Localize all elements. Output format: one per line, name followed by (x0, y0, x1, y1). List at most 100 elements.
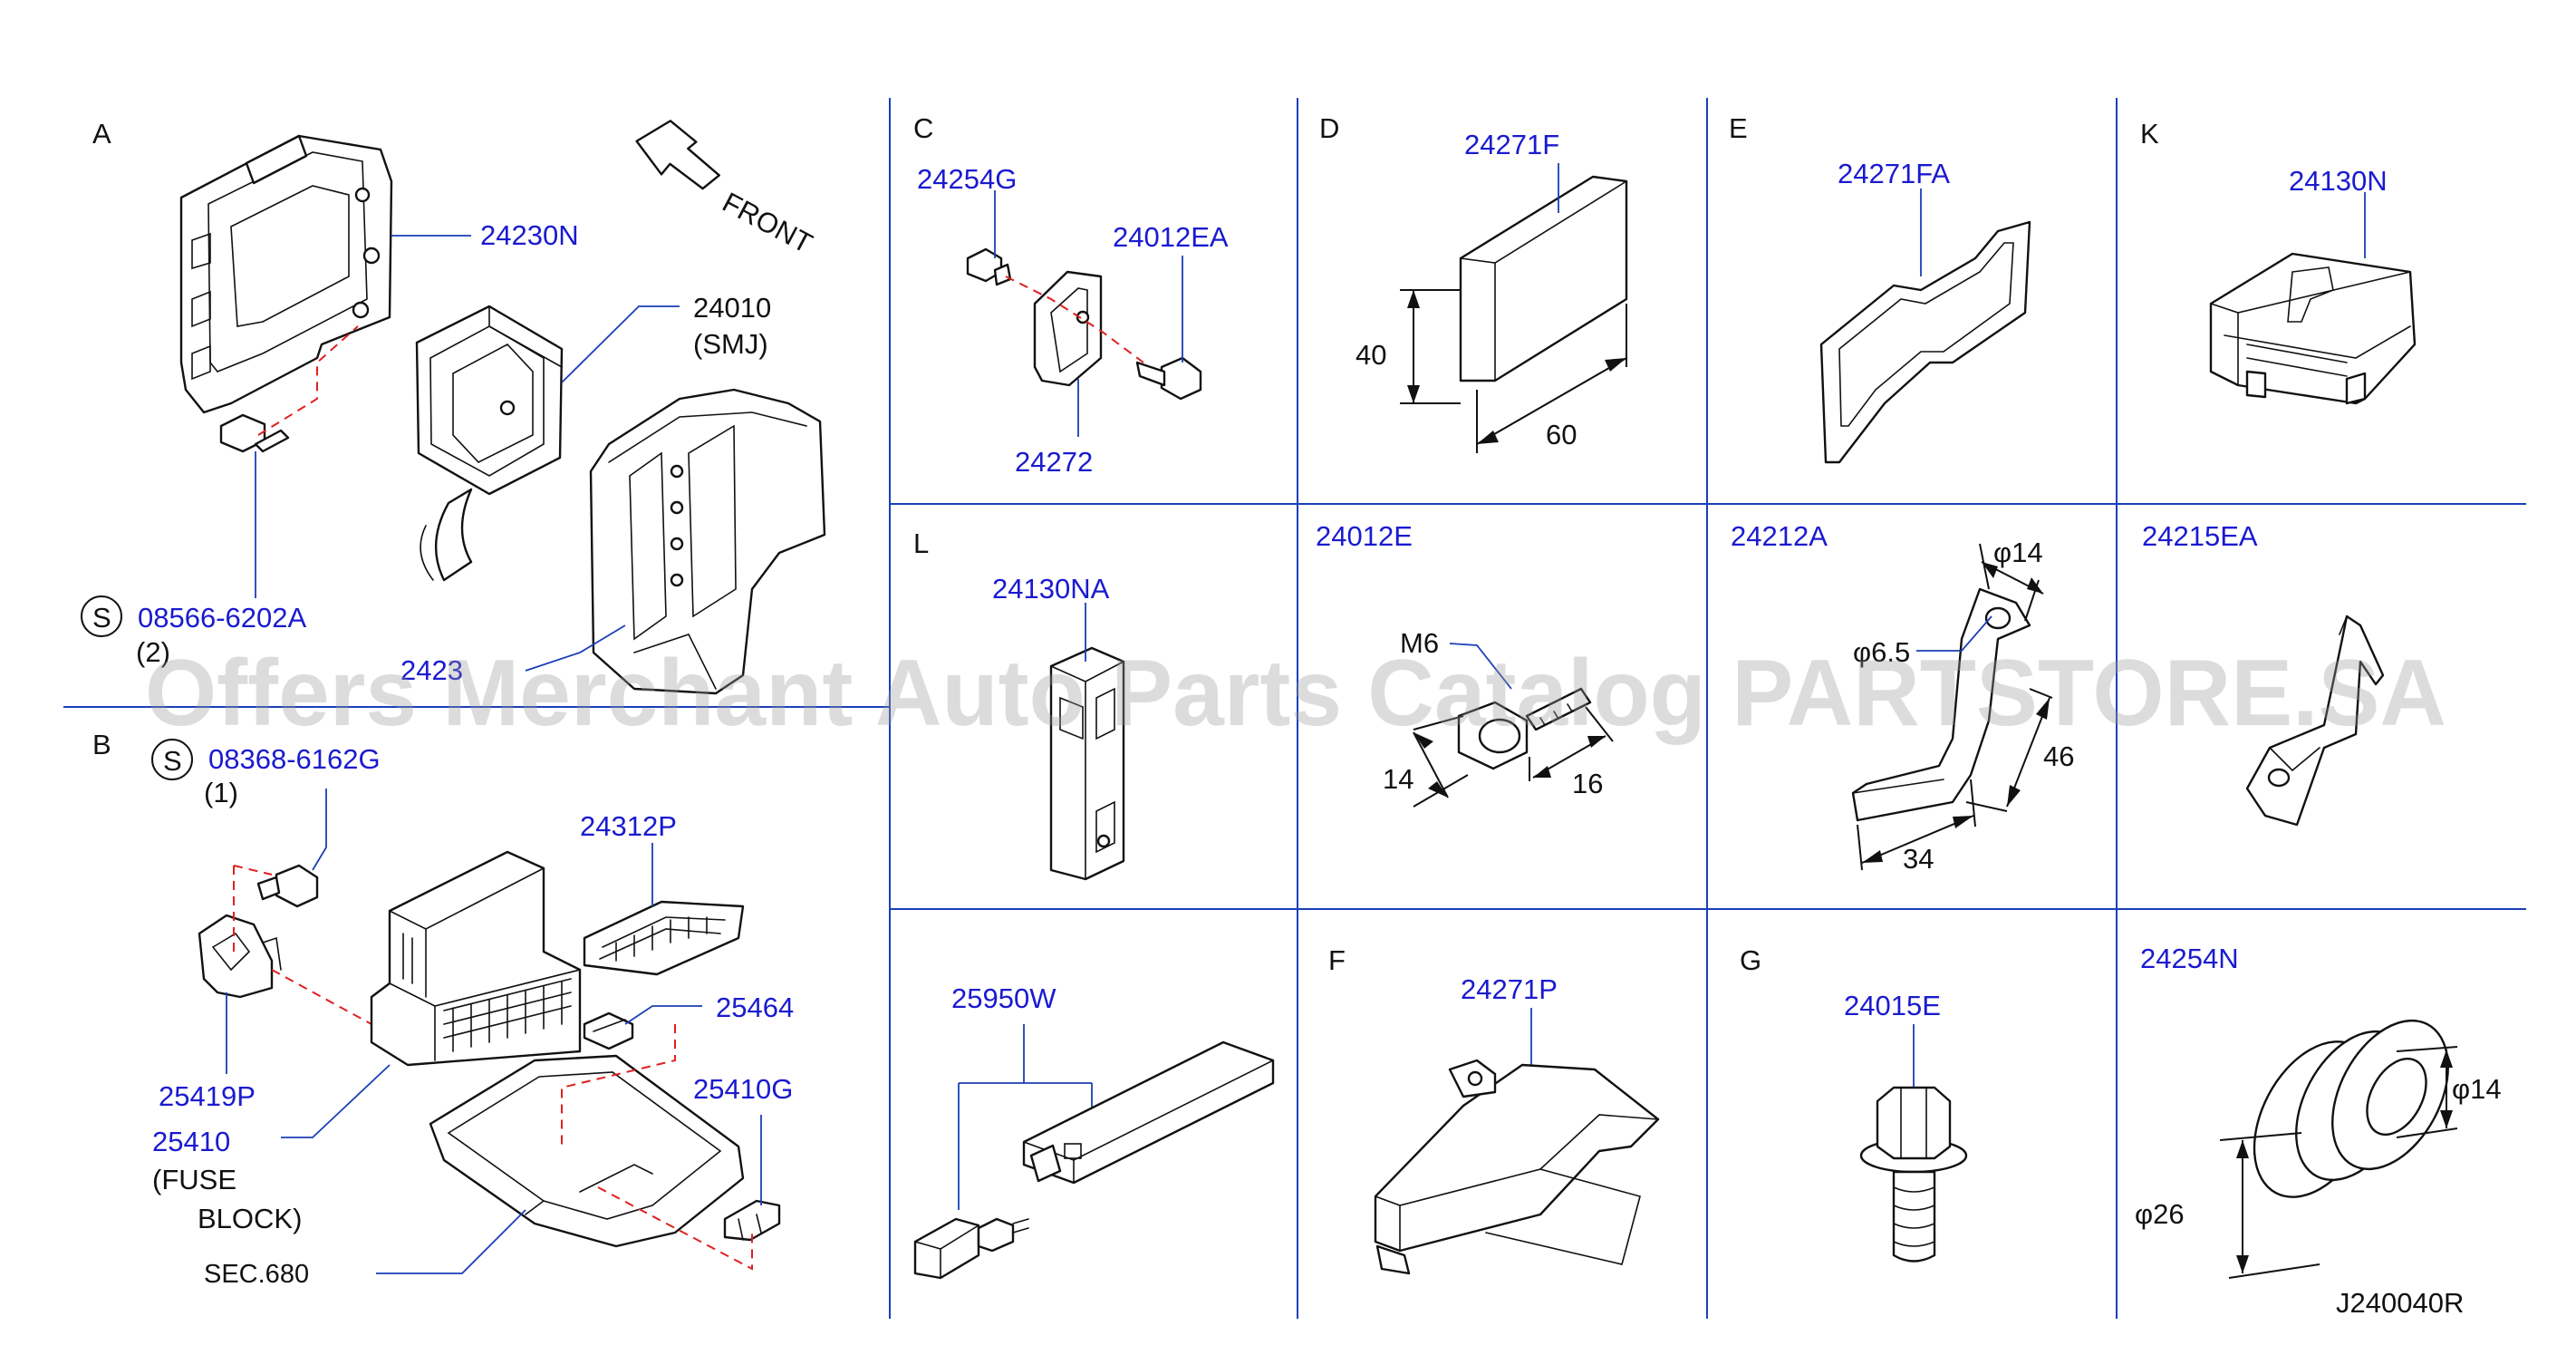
section-a: FRONT (81, 120, 826, 695)
dimension-label-phi14b: φ14 (2452, 1073, 2502, 1105)
dimension-40 (1400, 289, 1461, 404)
quantity-08368: (1) (204, 777, 238, 808)
bolt-08368 (256, 864, 319, 908)
section-e: 24271FA (1819, 158, 2031, 464)
part-number-24271p[interactable]: 24271P (1461, 973, 1558, 1005)
bolt-24012e (1457, 687, 1592, 770)
dimension-label-46: 46 (2043, 740, 2074, 772)
part-number-24271fa[interactable]: 24271FA (1838, 158, 1950, 189)
smj-module (415, 305, 564, 582)
drawing-number: J240040R (2336, 1287, 2464, 1319)
hidden-line-b3 (271, 969, 372, 1025)
part-number-08566[interactable]: 08566-6202A (138, 602, 306, 634)
hidden-line-a (257, 325, 359, 436)
terminal-25950w (913, 1217, 1029, 1280)
bolt-24015e (1859, 1086, 1968, 1263)
dimension-34 (1857, 779, 1976, 871)
part-number-25410[interactable]: 25410 (152, 1126, 230, 1157)
bracket-24215ea (2245, 614, 2385, 827)
connector-24130n (2209, 252, 2417, 405)
fuse-25464 (583, 1011, 634, 1050)
part-number-24271f[interactable]: 24271F (1464, 129, 1559, 160)
part-number-24012ea[interactable]: 24012EA (1113, 221, 1229, 253)
pad-24271p (1374, 1059, 1660, 1275)
part-number-24010[interactable]: 24010 (693, 292, 771, 324)
connector-housing-25950w (1022, 1040, 1275, 1185)
part-number-24012e[interactable]: 24012E (1316, 520, 1413, 552)
section-label-c: C (913, 112, 933, 144)
grommet-24254n (2253, 1019, 2449, 1198)
part-number-24212a[interactable]: 24212A (1731, 520, 1828, 552)
part-number-2423x[interactable]: 2423 (400, 654, 471, 686)
section-label-b: B (92, 729, 111, 760)
leader-25464 (624, 1005, 702, 1025)
part-number-24230n[interactable]: 24230N (480, 219, 579, 251)
part-number-25464[interactable]: 25464 (716, 992, 794, 1023)
section-c: 24254G 24012EA 24272 (917, 163, 1229, 478)
part-sub-fuse: (FUSE (152, 1164, 236, 1195)
dimension-phi26 (2219, 1132, 2320, 1279)
part-number-24254n[interactable]: 24254N (2140, 943, 2239, 974)
dimension-16 (1529, 706, 1614, 781)
dimension-60 (1476, 304, 1627, 453)
pad-24271f (1459, 175, 1628, 382)
front-arrow-icon (635, 120, 720, 190)
part-number-24254g[interactable]: 24254G (917, 163, 1017, 195)
fuse-block (370, 850, 582, 1067)
section-label-d: D (1319, 112, 1339, 144)
section-25950w: 25950W (913, 982, 1275, 1280)
bolt-24012ea (1135, 356, 1202, 401)
clip-25419p (198, 914, 282, 999)
dimension-14 (1413, 715, 1469, 808)
section-24215ea: 24215EA (2142, 520, 2385, 827)
dimension-label-34: 34 (1903, 843, 1934, 875)
dimension-46 (1965, 688, 2053, 812)
section-label-f: F (1328, 944, 1346, 976)
part-number-24215ea[interactable]: 24215EA (2142, 520, 2258, 552)
part-number-24015e[interactable]: 24015E (1844, 990, 1941, 1021)
part-number-08368[interactable]: 08368-6162G (208, 743, 381, 775)
quantity-08566: (2) (136, 636, 170, 668)
dimension-label-phi6-5: φ6.5 (1853, 636, 1910, 668)
section-f: 24271P (1374, 973, 1660, 1275)
junction-box-bracket (179, 134, 393, 414)
leader-sec680 (376, 1209, 526, 1274)
section-label-k: K (2140, 118, 2159, 150)
section-grid (63, 98, 2526, 1319)
hidden-line-b5 (597, 1186, 753, 1271)
part-number-24130na[interactable]: 24130NA (992, 573, 1110, 605)
section-24254n: 24254N φ14 φ26 (2135, 943, 2502, 1279)
section-d: 24271F 40 60 (1356, 129, 1628, 453)
section-label-e: E (1729, 112, 1748, 144)
dimension-label-40: 40 (1356, 339, 1386, 371)
standard-part-mark-icon (151, 739, 193, 780)
section-reference-sec680[interactable]: SEC.680 (204, 1260, 309, 1289)
hidden-line-b4 (561, 1024, 676, 1147)
part-number-25410g[interactable]: 25410G (693, 1073, 793, 1105)
fuse-puller-tray (583, 900, 745, 976)
part-sub-smj: (SMJ) (693, 328, 768, 360)
section-k: 24130N (2209, 165, 2417, 405)
hidden-line-b2 (233, 865, 273, 876)
standard-part-mark-a: S (92, 602, 111, 634)
dimension-label-60: 60 (1546, 419, 1577, 450)
part-number-24272[interactable]: 24272 (1015, 446, 1093, 478)
section-label-l: L (913, 527, 929, 559)
leader-08368 (312, 789, 327, 871)
watermark: Offers Merchant Auto Parts Catalog PARTS… (145, 641, 2446, 746)
fuse-block-cover (429, 1054, 745, 1248)
standard-part-mark-b: S (163, 745, 182, 777)
relay-25410g (723, 1199, 781, 1242)
part-number-25950w[interactable]: 25950W (951, 982, 1056, 1014)
part-number-24312p[interactable]: 24312P (580, 810, 677, 842)
part-number-25419p[interactable]: 25419P (159, 1080, 256, 1112)
part-number-24130n[interactable]: 24130N (2289, 165, 2388, 197)
dimension-label-14: 14 (1383, 763, 1413, 795)
leader-2423x (525, 624, 626, 672)
section-b: S 08368-6162G (1) (151, 739, 794, 1289)
bracket-24212a (1851, 587, 2031, 822)
leader-25410 (281, 1064, 391, 1138)
section-24012e: 24012E M6 14 16 (1316, 520, 1614, 808)
bracket-24272 (1033, 270, 1103, 387)
